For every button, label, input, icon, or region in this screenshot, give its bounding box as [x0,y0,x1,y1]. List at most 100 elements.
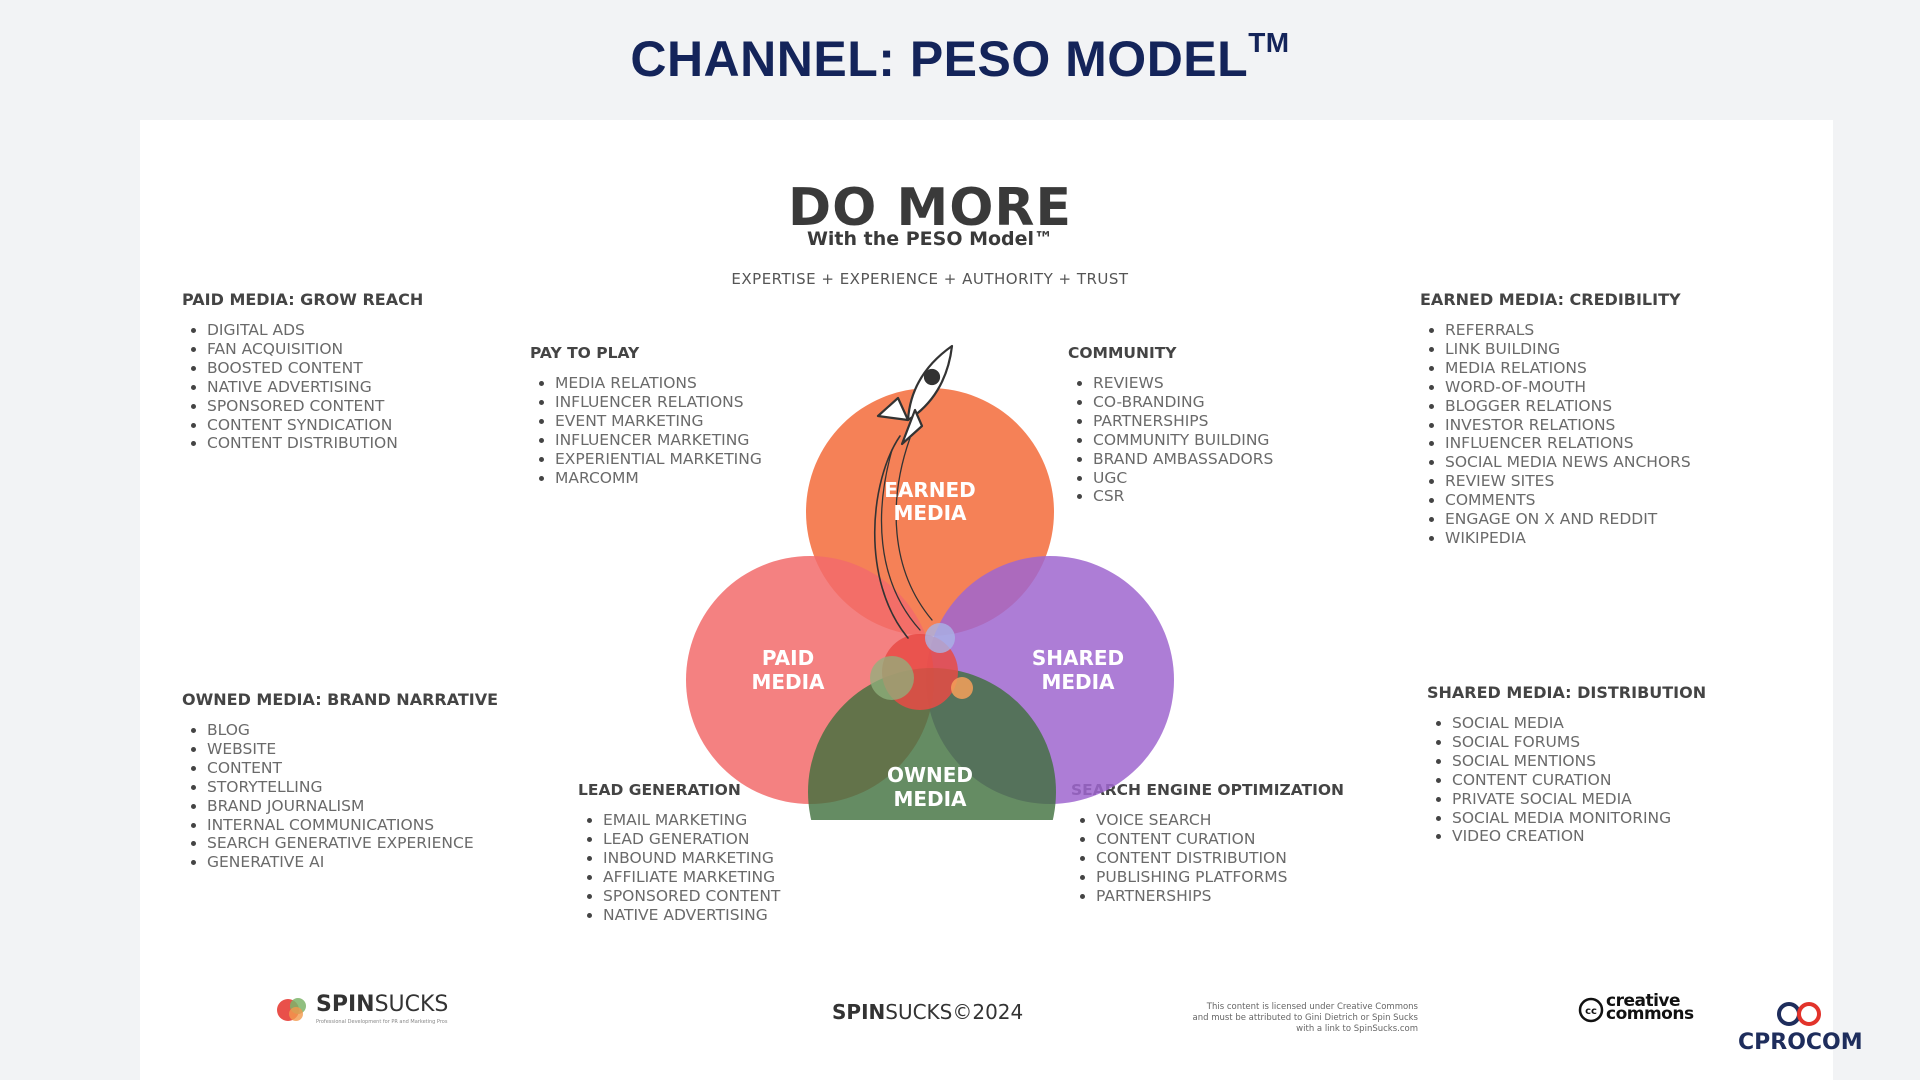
svg-text:cc: cc [1585,1006,1597,1017]
paid-media-label-2: MEDIA [751,670,825,694]
spinsucks-logo-icon [277,998,306,1021]
earned-media-section: EARNED MEDIA: CREDIBILITY REFERRALSLINK … [1420,290,1691,548]
list-item: COMMUNITY BUILDING [1093,431,1273,450]
list-item: DIGITAL ADS [207,321,423,340]
pay-to-play-section: PAY TO PLAY MEDIA RELATIONSINFLUENCER RE… [530,344,762,487]
list-item: INVESTOR RELATIONS [1445,416,1691,435]
list-item: BLOG [207,721,498,740]
owned-media-circle [808,668,1056,820]
list-item: UGC [1093,469,1273,488]
list-item: SOCIAL MEDIA MONITORING [1452,809,1706,828]
section-title: SHARED MEDIA: DISTRIBUTION [1427,683,1707,702]
list-item: MARCOMM [555,469,762,488]
owned-media-label-2: MEDIA [893,787,967,811]
community-list: REVIEWSCO-BRANDINGPARTNERSHIPSCOMMUNITY … [1068,374,1273,506]
list-item: MEDIA RELATIONS [555,374,762,393]
list-item: WIKIPEDIA [1445,529,1691,548]
infinity-icon [1777,1002,1821,1026]
list-item: CONTENT CURATION [1452,771,1706,790]
earned-media-list: REFERRALSLINK BUILDINGMEDIA RELATIONSWOR… [1420,321,1691,548]
paid-media-label-1: PAID [762,646,814,670]
list-item: LINK BUILDING [1445,340,1691,359]
list-item: INFLUENCER RELATIONS [1445,434,1691,453]
section-title: SEARCH ENGINE OPTIMIZATION [1071,781,1345,799]
list-item: SPONSORED CONTENT [603,887,780,906]
license-text: This content is licensed under Creative … [1192,1002,1419,1034]
peso-venn-diagram: EARNED MEDIA PAID MEDIA SHARED MEDIA OWN… [686,344,1174,820]
list-item: BOOSTED CONTENT [207,359,423,378]
list-item: VIDEO CREATION [1452,827,1706,846]
list-item: ENGAGE ON X AND REDDIT [1445,510,1691,529]
shared-media-label-2: MEDIA [1041,670,1115,694]
spinsucks-logo-text: SPINSUCKS [316,992,449,1017]
list-item: CONTENT SYNDICATION [207,416,423,435]
list-item: PARTNERSHIPS [1093,412,1273,431]
list-item: CONTENT DISTRIBUTION [207,434,423,453]
list-item: PARTNERSHIPS [1096,887,1344,906]
list-item: LEAD GENERATION [603,830,780,849]
owned-media-section: OWNED MEDIA: BRAND NARRATIVE BLOGWEBSITE… [182,690,498,872]
seo-list: VOICE SEARCHCONTENT CURATIONCONTENT DIST… [1071,811,1344,906]
list-item: CONTENT CURATION [1096,830,1344,849]
list-item: REFERRALS [1445,321,1691,340]
list-item: INFLUENCER RELATIONS [555,393,762,412]
list-item: EMAIL MARKETING [603,811,780,830]
section-title: COMMUNITY [1068,344,1177,362]
list-item: MEDIA RELATIONS [1445,359,1691,378]
list-item: CSR [1093,487,1273,506]
list-item: BLOGGER RELATIONS [1445,397,1691,416]
list-item: SEARCH GENERATIVE EXPERIENCE [207,834,498,853]
shared-media-list: SOCIAL MEDIASOCIAL FORUMSSOCIAL MENTIONS… [1427,714,1706,846]
paid-media-list: DIGITAL ADSFAN ACQUISITIONBOOSTED CONTEN… [182,321,423,453]
community-section: COMMUNITY REVIEWSCO-BRANDINGPARTNERSHIPS… [1068,344,1273,506]
earned-media-label-2: MEDIA [893,501,967,525]
list-item: CONTENT [207,759,498,778]
section-title: OWNED MEDIA: BRAND NARRATIVE [182,690,499,709]
list-item: WORD-OF-MOUTH [1445,378,1691,397]
list-item: WEBSITE [207,740,498,759]
list-item: COMMENTS [1445,491,1691,510]
list-item: AFFILIATE MARKETING [603,868,780,887]
list-item: REVIEWS [1093,374,1273,393]
center-bubble-green [870,656,914,700]
list-item: REVIEW SITES [1445,472,1691,491]
list-item: STORYTELLING [207,778,498,797]
section-title: PAY TO PLAY [530,344,640,362]
shared-media-section: SHARED MEDIA: DISTRIBUTION SOCIAL MEDIAS… [1427,683,1706,846]
section-title: EARNED MEDIA: CREDIBILITY [1420,290,1681,309]
list-item: CONTENT DISTRIBUTION [1096,849,1344,868]
list-item: PUBLISHING PLATFORMS [1096,868,1344,887]
list-item: PRIVATE SOCIAL MEDIA [1452,790,1706,809]
earned-media-label-1: EARNED [884,478,976,502]
section-title: PAID MEDIA: GROW REACH [182,290,424,309]
list-item: NATIVE ADVERTISING [603,906,780,925]
peso-card: DO MORE With the PESO Model™ EXPERTISE +… [140,120,1863,1080]
list-item: BRAND AMBASSADORS [1093,450,1273,469]
spinsucks-logo-tagline: Professional Development for PR and Mark… [316,1019,448,1025]
list-item: SOCIAL MENTIONS [1452,752,1706,771]
card-tagline: EXPERTISE + EXPERIENCE + AUTHORITY + TRU… [731,270,1129,288]
trademark-mark: TM [1248,27,1290,59]
list-item: NATIVE ADVERTISING [207,378,423,397]
center-bubble-orange [951,677,973,699]
pay-to-play-list: MEDIA RELATIONSINFLUENCER RELATIONSEVENT… [530,374,762,487]
list-item: INTERNAL COMMUNICATIONS [207,816,498,835]
list-item: FAN ACQUISITION [207,340,423,359]
copyright-text: SPINSUCKS©2024 [832,1000,1024,1024]
section-title: LEAD GENERATION [578,781,741,799]
list-item: EVENT MARKETING [555,412,762,431]
card-subheadline: With the PESO Model™ [806,228,1054,250]
list-item: EXPERIENTIAL MARKETING [555,450,762,469]
rocket-icon [873,344,954,639]
creative-commons-text: creative commons [1606,991,1694,1024]
seo-section: SEARCH ENGINE OPTIMIZATION VOICE SEARCHC… [1071,781,1344,906]
list-item: INFLUENCER MARKETING [555,431,762,450]
list-item: VOICE SEARCH [1096,811,1344,830]
list-item: BRAND JOURNALISM [207,797,498,816]
paid-media-section: PAID MEDIA: GROW REACH DIGITAL ADSFAN AC… [182,290,423,453]
list-item: GENERATIVE AI [207,853,498,872]
lead-generation-list: EMAIL MARKETINGLEAD GENERATIONINBOUND MA… [578,811,780,924]
list-item: SOCIAL MEDIA [1452,714,1706,733]
list-item: SOCIAL MEDIA NEWS ANCHORS [1445,453,1691,472]
owned-media-label-1: OWNED [887,763,973,787]
